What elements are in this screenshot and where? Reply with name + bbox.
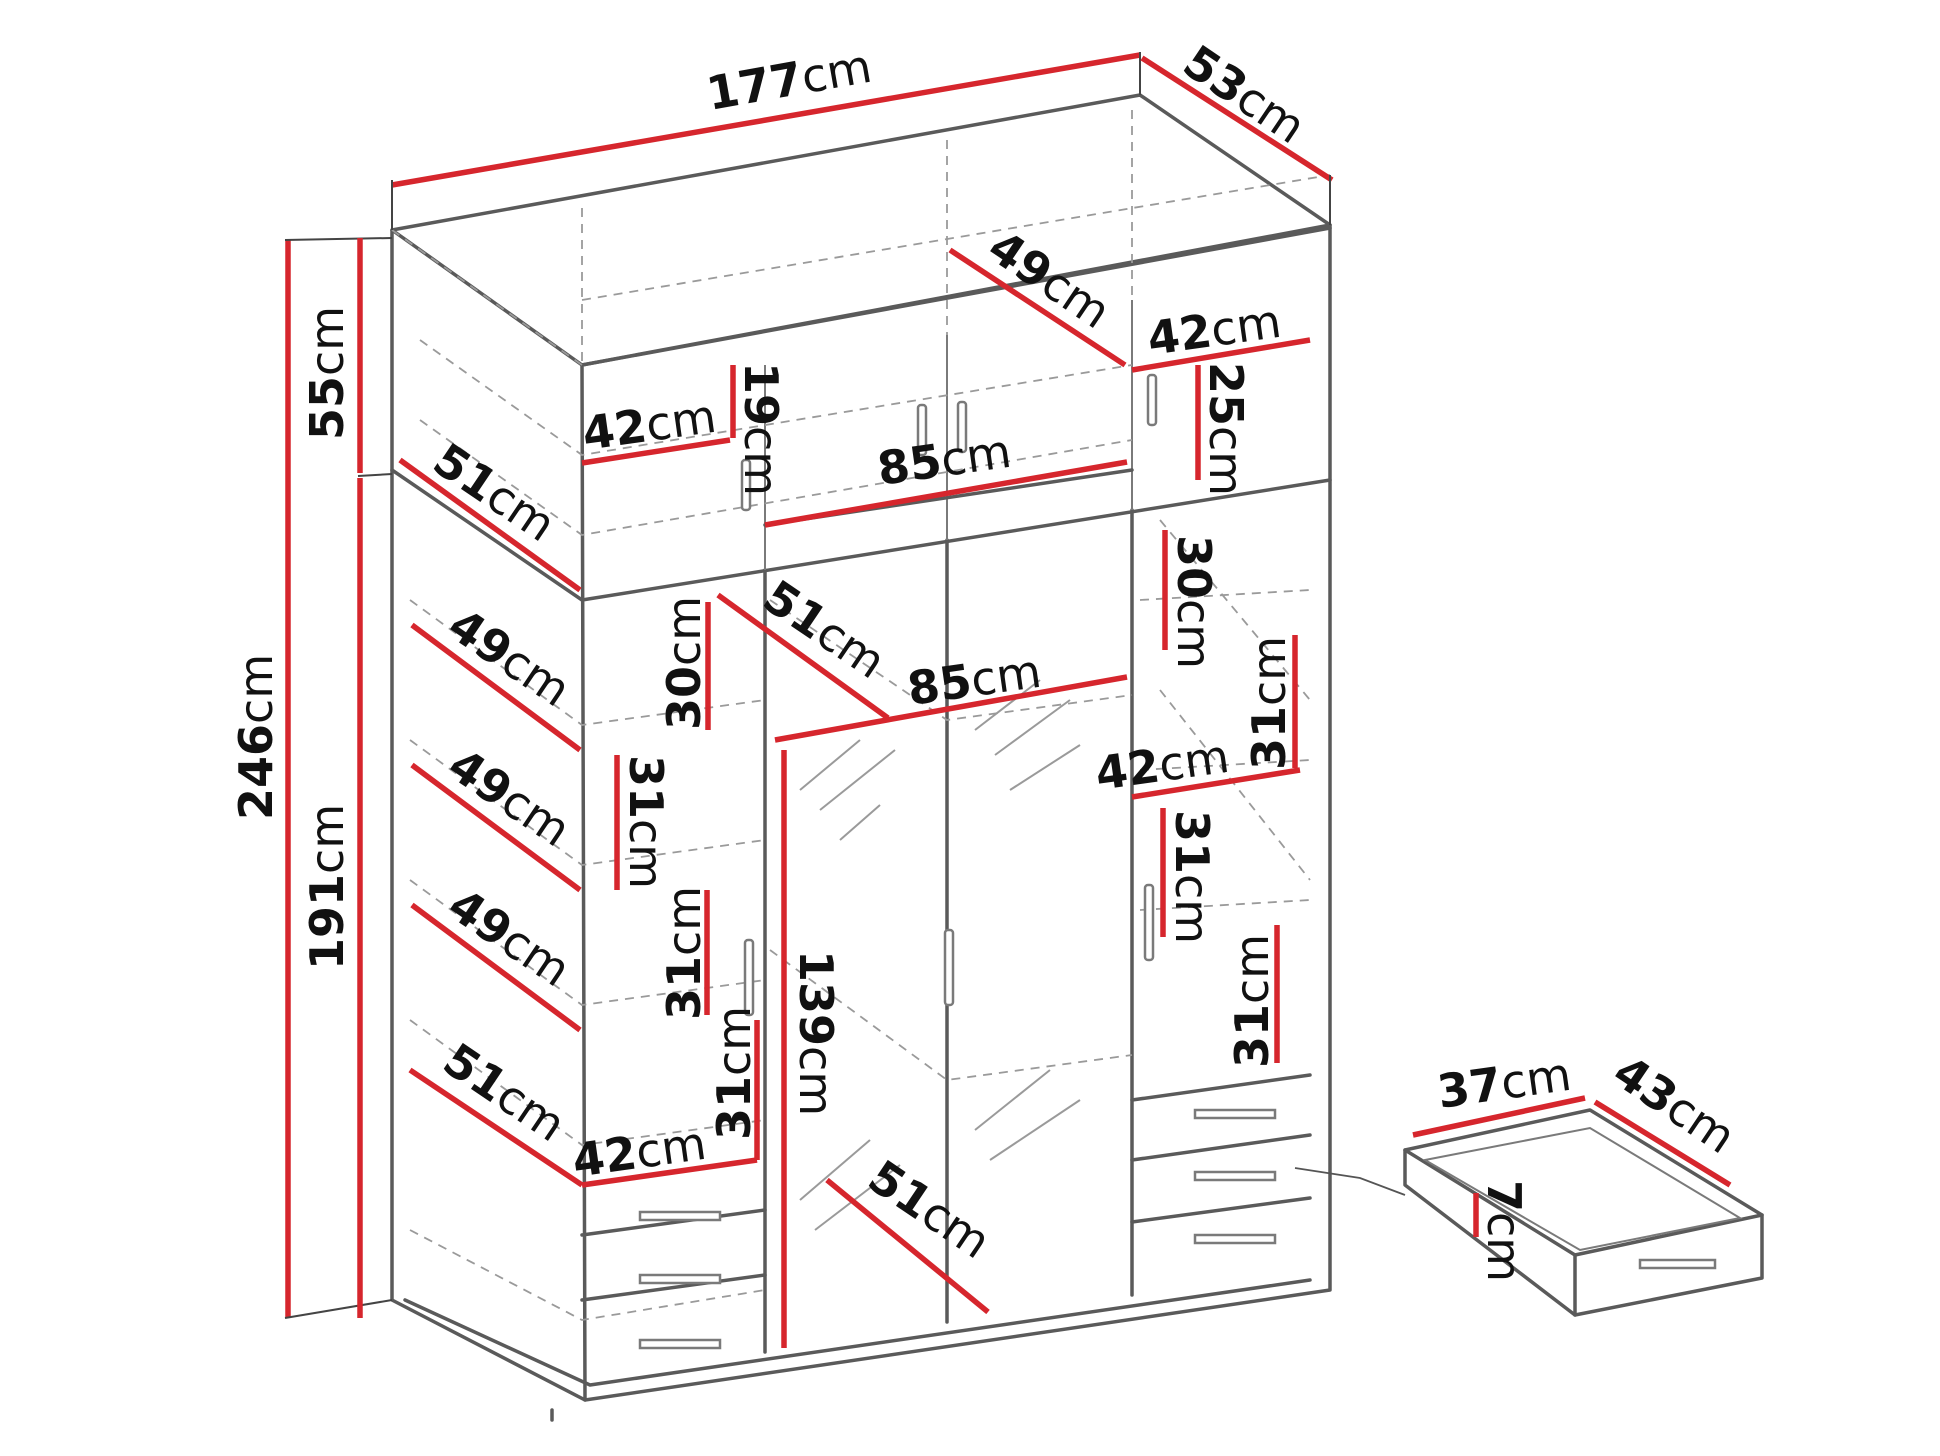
label-right-gap-2: 31cm: [1242, 636, 1296, 770]
label-left-gap-1: 30cm: [657, 596, 711, 730]
hidden-lines: [391, 110, 1331, 1321]
label-top-left-height: 19cm: [734, 362, 788, 496]
label-total-height: 246cm: [229, 654, 283, 820]
label-top-left-width: 42cm: [579, 389, 719, 461]
mirror-reflections: [799, 679, 1081, 1231]
label-top-right-width: 42cm: [1144, 294, 1284, 366]
label-top-height: 55cm: [300, 306, 354, 440]
label-left-gap-4: 31cm: [707, 1006, 761, 1140]
label-left-width: 42cm: [569, 1116, 709, 1188]
label-drawer-depth: 43cm: [1604, 1044, 1745, 1164]
label-bottom-height: 191cm: [300, 804, 354, 970]
drawers: [580, 1073, 1312, 1350]
handles: [740, 373, 1158, 1017]
wardrobe-outline: [390, 93, 1332, 1422]
label-top-right-height: 25cm: [1199, 362, 1253, 496]
label-top-mid-width: 85cm: [874, 424, 1014, 496]
open-drawer: [1294, 1108, 1764, 1317]
label-right-width: 42cm: [1092, 729, 1232, 801]
label-drawer-width: 37cm: [1434, 1047, 1574, 1119]
label-left-gap-3: 31cm: [657, 886, 711, 1020]
label-mid-width: 85cm: [904, 644, 1044, 716]
label-right-gap-1: 30cm: [1167, 535, 1221, 669]
label-total-width: 177cm: [703, 39, 876, 121]
label-mid-height: 139cm: [789, 950, 843, 1116]
label-top-inner-depth: 49cm: [979, 219, 1120, 339]
label-mid-bottom-depth: 51cm: [859, 1149, 1000, 1269]
label-right-gap-4: 31cm: [1225, 934, 1279, 1068]
dimension-lines: [284, 52, 1732, 1348]
label-drawer-height: 7cm: [1477, 1180, 1531, 1282]
label-right-gap-3: 31cm: [1165, 810, 1219, 944]
label-left-gap-2: 31cm: [619, 755, 673, 889]
